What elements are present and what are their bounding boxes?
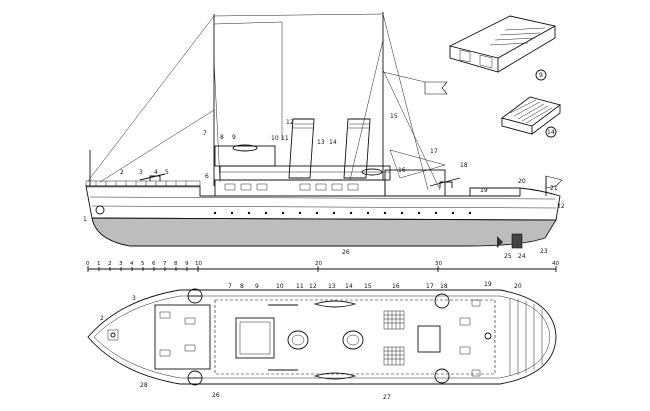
inset-9: 9 (448, 15, 557, 81)
svg-text:11: 11 (296, 283, 304, 290)
svg-text:16: 16 (398, 167, 406, 174)
svg-text:10: 10 (195, 261, 202, 267)
svg-text:28: 28 (140, 382, 148, 389)
svg-text:18: 18 (440, 283, 448, 290)
svg-text:6: 6 (152, 261, 156, 267)
svg-text:26: 26 (212, 392, 220, 399)
svg-text:19: 19 (484, 281, 492, 288)
svg-text:17: 17 (426, 283, 434, 290)
boat-plan-2 (313, 372, 357, 380)
svg-text:8: 8 (240, 283, 244, 290)
svg-text:7: 7 (163, 261, 167, 267)
svg-text:8: 8 (174, 261, 178, 267)
svg-text:4: 4 (130, 261, 134, 267)
rudder (511, 233, 523, 249)
propeller (497, 236, 503, 248)
svg-text:13: 13 (317, 139, 325, 146)
svg-text:15: 15 (390, 113, 398, 120)
svg-text:1: 1 (97, 261, 101, 267)
svg-text:20: 20 (514, 283, 522, 290)
svg-text:22: 22 (557, 203, 565, 210)
skylight-grates (383, 310, 405, 366)
svg-text:20: 20 (315, 261, 322, 267)
svg-text:3: 3 (139, 169, 143, 176)
svg-text:9: 9 (255, 283, 259, 290)
svg-text:14: 14 (345, 283, 353, 290)
svg-text:1: 1 (83, 216, 87, 223)
side-elevation: 1 2 3 4 5 6 7 8 9 10 11 12 13 14 15 16 1… (83, 12, 565, 260)
plan-labels: 2 3 7 8 9 10 11 12 13 14 15 16 17 18 19 … (100, 281, 522, 401)
svg-text:5: 5 (165, 169, 169, 176)
boat-plan-3 (268, 304, 298, 371)
svg-text:2: 2 (108, 261, 112, 267)
svg-text:14: 14 (547, 129, 555, 136)
svg-text:10: 10 (271, 135, 279, 142)
svg-text:18: 18 (460, 162, 468, 169)
svg-text:40: 40 (552, 261, 559, 267)
svg-text:26: 26 (342, 249, 350, 256)
svg-text:5: 5 (141, 261, 145, 267)
scale-bar: 0 1 2 3 4 5 6 7 8 9 10 20 30 40 (86, 261, 559, 272)
svg-text:14: 14 (329, 139, 337, 146)
boat-side-2 (361, 168, 383, 176)
svg-text:16: 16 (392, 283, 400, 290)
superstructure-outline (214, 299, 496, 375)
svg-text:12: 12 (286, 119, 294, 126)
boat-side-1 (232, 144, 258, 152)
svg-text:19: 19 (480, 187, 488, 194)
plan-view: 2 3 7 8 9 10 11 12 13 14 15 16 17 18 19 … (87, 281, 557, 401)
svg-text:3: 3 (132, 295, 136, 302)
svg-text:0: 0 (86, 261, 90, 267)
stern-planking (509, 298, 543, 376)
portholes (213, 211, 472, 215)
svg-text:13: 13 (328, 283, 336, 290)
rigging (87, 13, 446, 191)
svg-text:24: 24 (518, 253, 526, 260)
svg-text:23: 23 (540, 248, 548, 255)
svg-text:4: 4 (154, 169, 158, 176)
hull-topsides (85, 185, 561, 221)
svg-text:9: 9 (539, 72, 543, 79)
svg-text:9: 9 (185, 261, 189, 267)
svg-text:27: 27 (383, 394, 391, 401)
svg-text:10: 10 (276, 283, 284, 290)
svg-text:6: 6 (205, 173, 209, 180)
funnel-top-aft (342, 330, 364, 350)
svg-text:21: 21 (550, 185, 558, 192)
svg-text:8: 8 (220, 134, 224, 141)
side-labels: 1 2 3 4 5 6 7 8 9 10 11 12 13 14 15 16 1… (83, 113, 565, 260)
svg-text:25: 25 (504, 253, 512, 260)
deck-outline (87, 289, 557, 385)
svg-text:30: 30 (435, 261, 442, 267)
hull-underwater (91, 217, 557, 247)
funnel-aft (343, 118, 371, 179)
inset-14: 14 (500, 96, 562, 138)
svg-text:12: 12 (309, 283, 317, 290)
boat-plan-1 (313, 300, 357, 308)
gun-aft (429, 177, 461, 188)
bridge-house (214, 145, 276, 167)
svg-text:9: 9 (232, 134, 236, 141)
svg-text:7: 7 (203, 130, 207, 137)
svg-text:3: 3 (119, 261, 123, 267)
svg-text:15: 15 (364, 283, 372, 290)
funnel-top-forward (287, 330, 309, 350)
svg-text:2: 2 (100, 315, 104, 322)
bow-emblem (95, 205, 105, 215)
svg-text:20: 20 (518, 178, 526, 185)
gun-fore (139, 173, 166, 181)
funnel-forward (288, 118, 315, 179)
svg-text:7: 7 (228, 283, 232, 290)
svg-text:2: 2 (120, 169, 124, 176)
svg-text:11: 11 (281, 135, 289, 142)
svg-text:17: 17 (430, 148, 438, 155)
flag-top (424, 81, 448, 95)
